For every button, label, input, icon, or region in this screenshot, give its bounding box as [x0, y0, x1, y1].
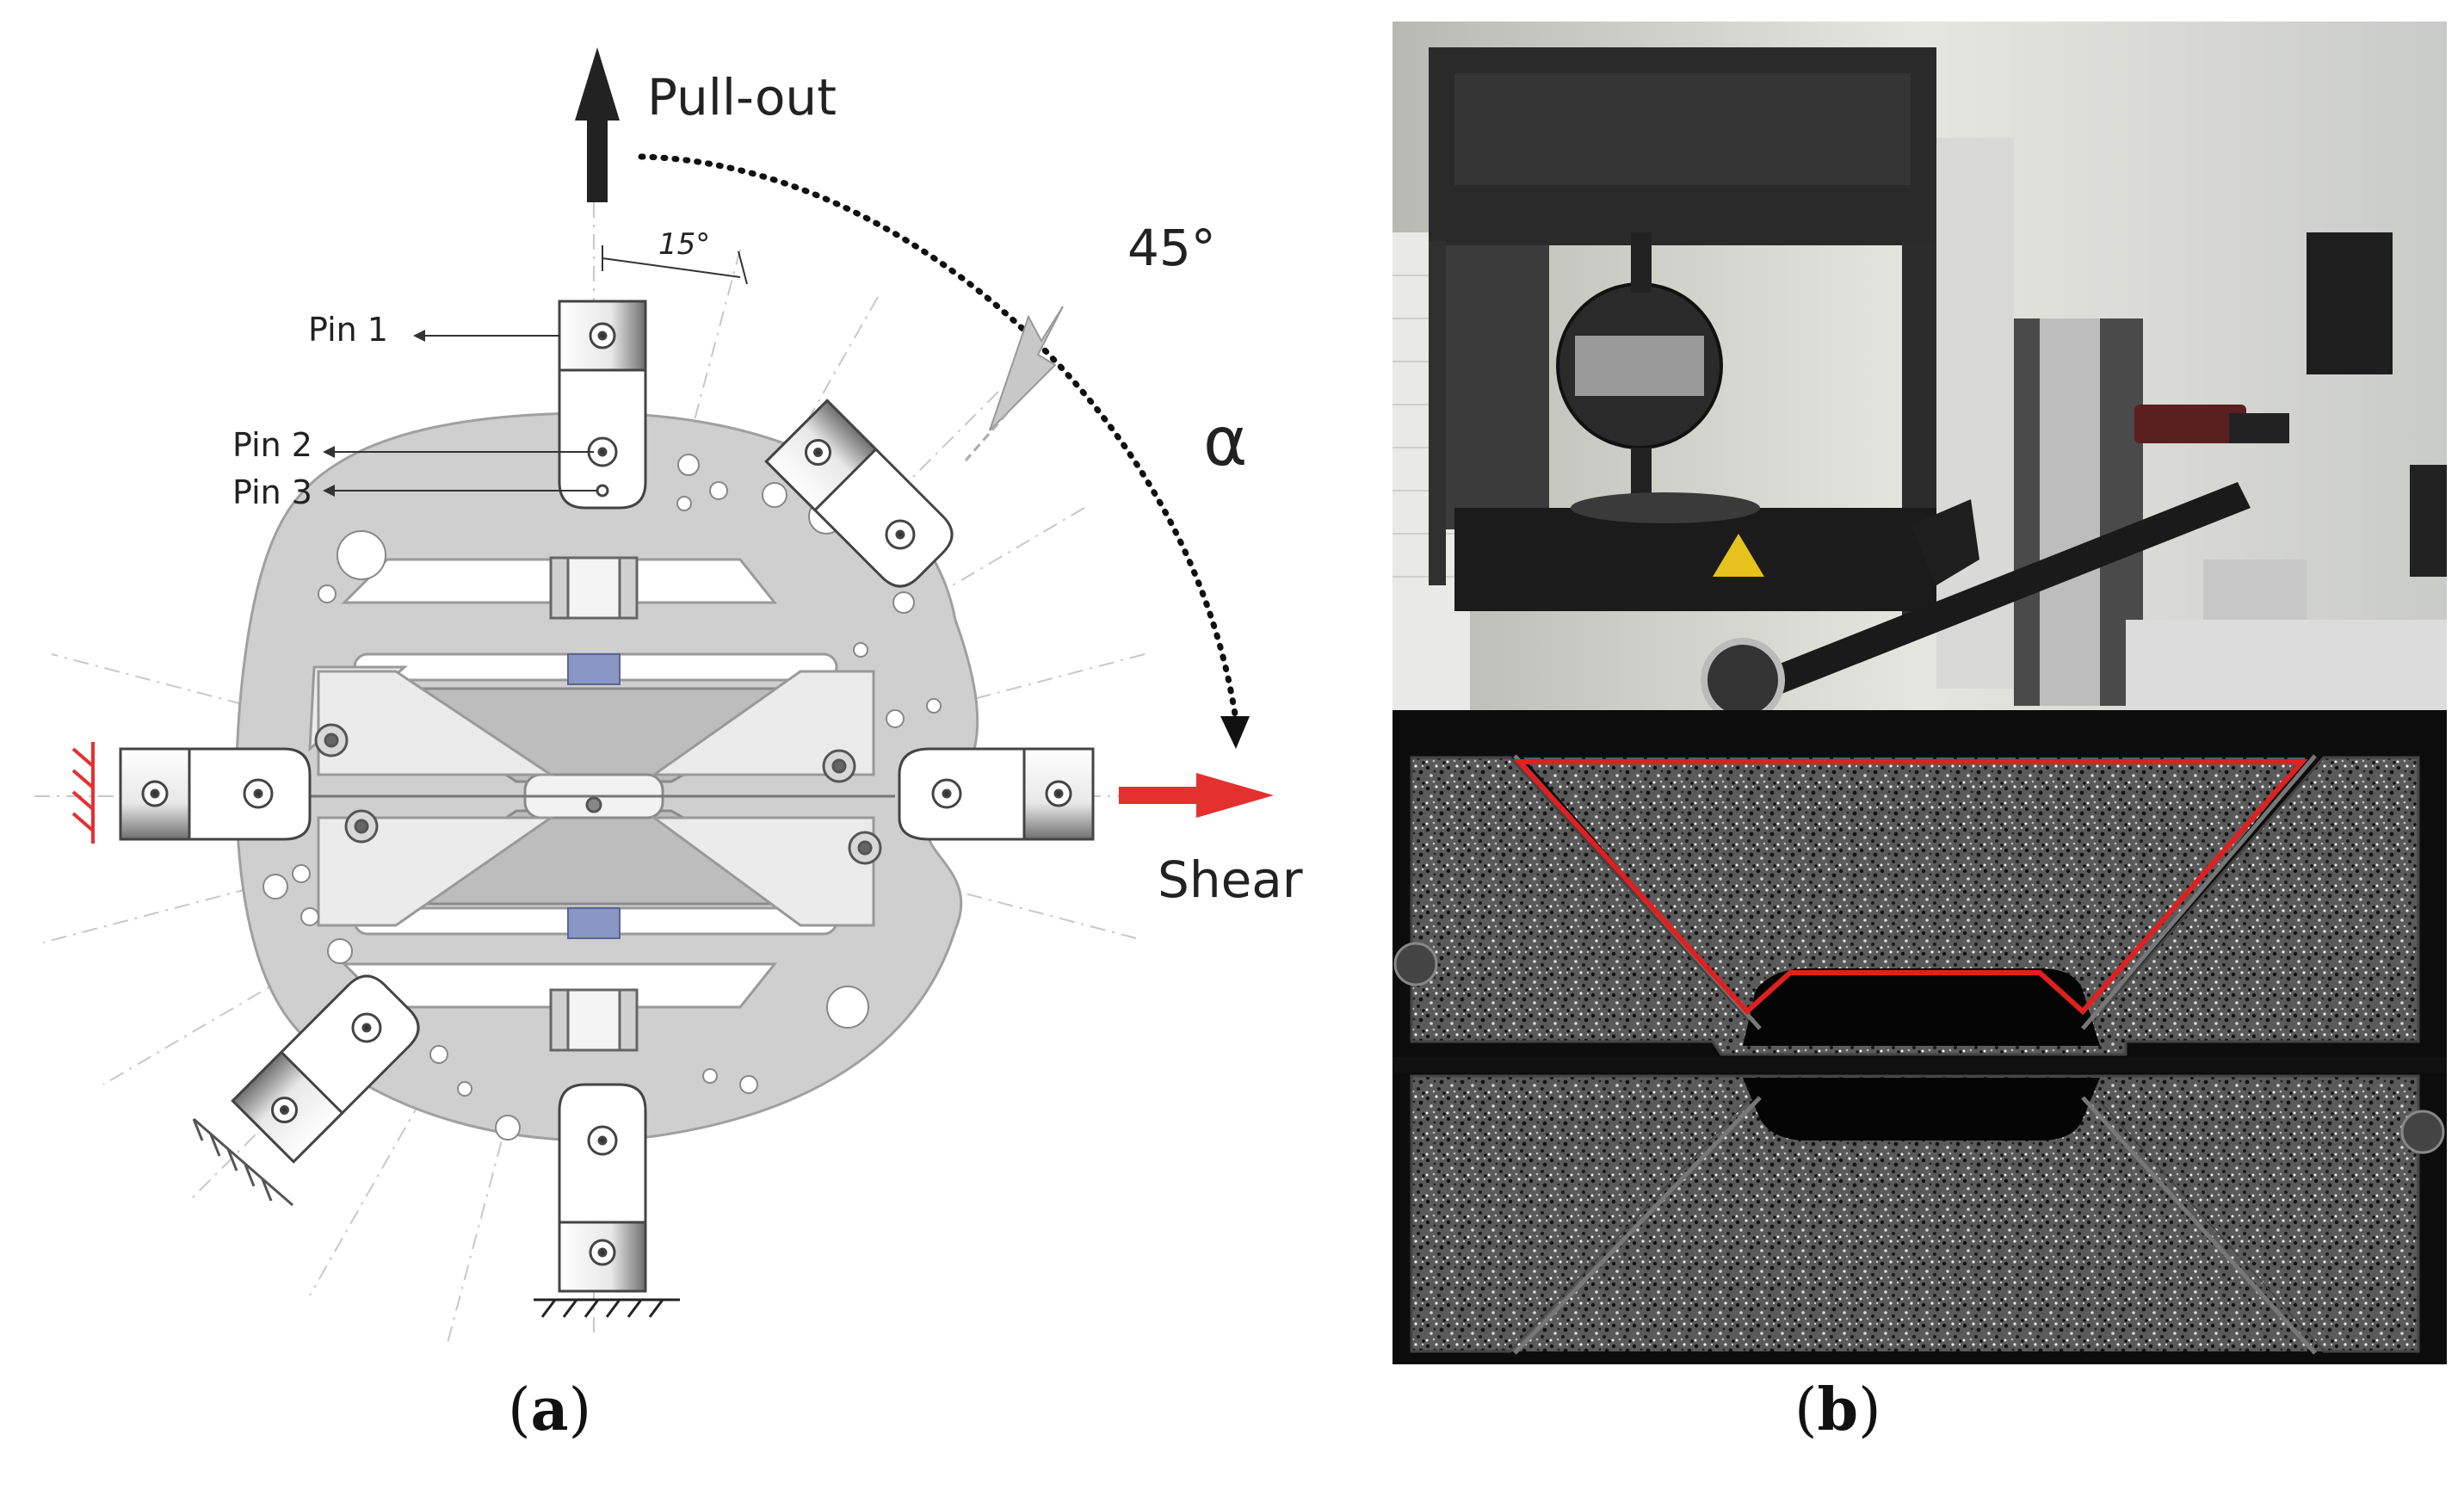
- grip-bolts: [314, 723, 882, 865]
- spacers: [567, 653, 621, 939]
- angle-45-label: 45°: [1127, 219, 1216, 277]
- arrow-45-shaft: [964, 412, 1009, 461]
- caption-b: (b): [1794, 1376, 1881, 1444]
- pin1-label: Pin 1: [308, 311, 388, 349]
- roi-outline: [1513, 759, 2308, 1016]
- panel-b-photos: [1393, 22, 2447, 1364]
- ground-hatch-lower-left: [192, 1117, 293, 1207]
- hex-nuts: [549, 556, 639, 1052]
- photo-dic-speckle: [1393, 710, 2447, 1364]
- alpha-label: α: [1203, 404, 1247, 481]
- pull-out-label: Pull-out: [647, 68, 837, 127]
- angle-15-dimension: [602, 245, 748, 285]
- panel-a-diagram: Pull-out α 45° 15° Pin 1 Pin 2 Pin 3: [34, 47, 1303, 1344]
- side-grips: [317, 670, 875, 927]
- ground-hatch-bottom: [534, 1298, 680, 1318]
- caption-a: (a): [508, 1376, 592, 1444]
- angle-15-label: 15°: [658, 227, 710, 262]
- plate-holes: [262, 454, 942, 1141]
- pull-out-arrow: [575, 47, 620, 202]
- clamp-hatch-left: [71, 742, 95, 844]
- pin3-label: Pin 3: [232, 473, 312, 511]
- clamp-top: [558, 300, 647, 510]
- pin2-label: Pin 2: [232, 426, 312, 464]
- shear-arrow: [1119, 773, 1274, 818]
- shear-label: Shear: [1158, 850, 1303, 909]
- clamp-upper-right: [764, 399, 954, 588]
- clamp-lower-left: [231, 974, 420, 1164]
- alpha-arc-head: [1220, 716, 1250, 749]
- speckle-lower: [1410, 1074, 2420, 1353]
- alpha-arc: [638, 153, 1238, 718]
- clamp-left: [71, 742, 312, 844]
- clamp-right: [898, 747, 1095, 841]
- photo-test-setup: [1393, 22, 2447, 722]
- arrow-45: [989, 306, 1064, 431]
- clamp-bottom: [534, 1083, 680, 1318]
